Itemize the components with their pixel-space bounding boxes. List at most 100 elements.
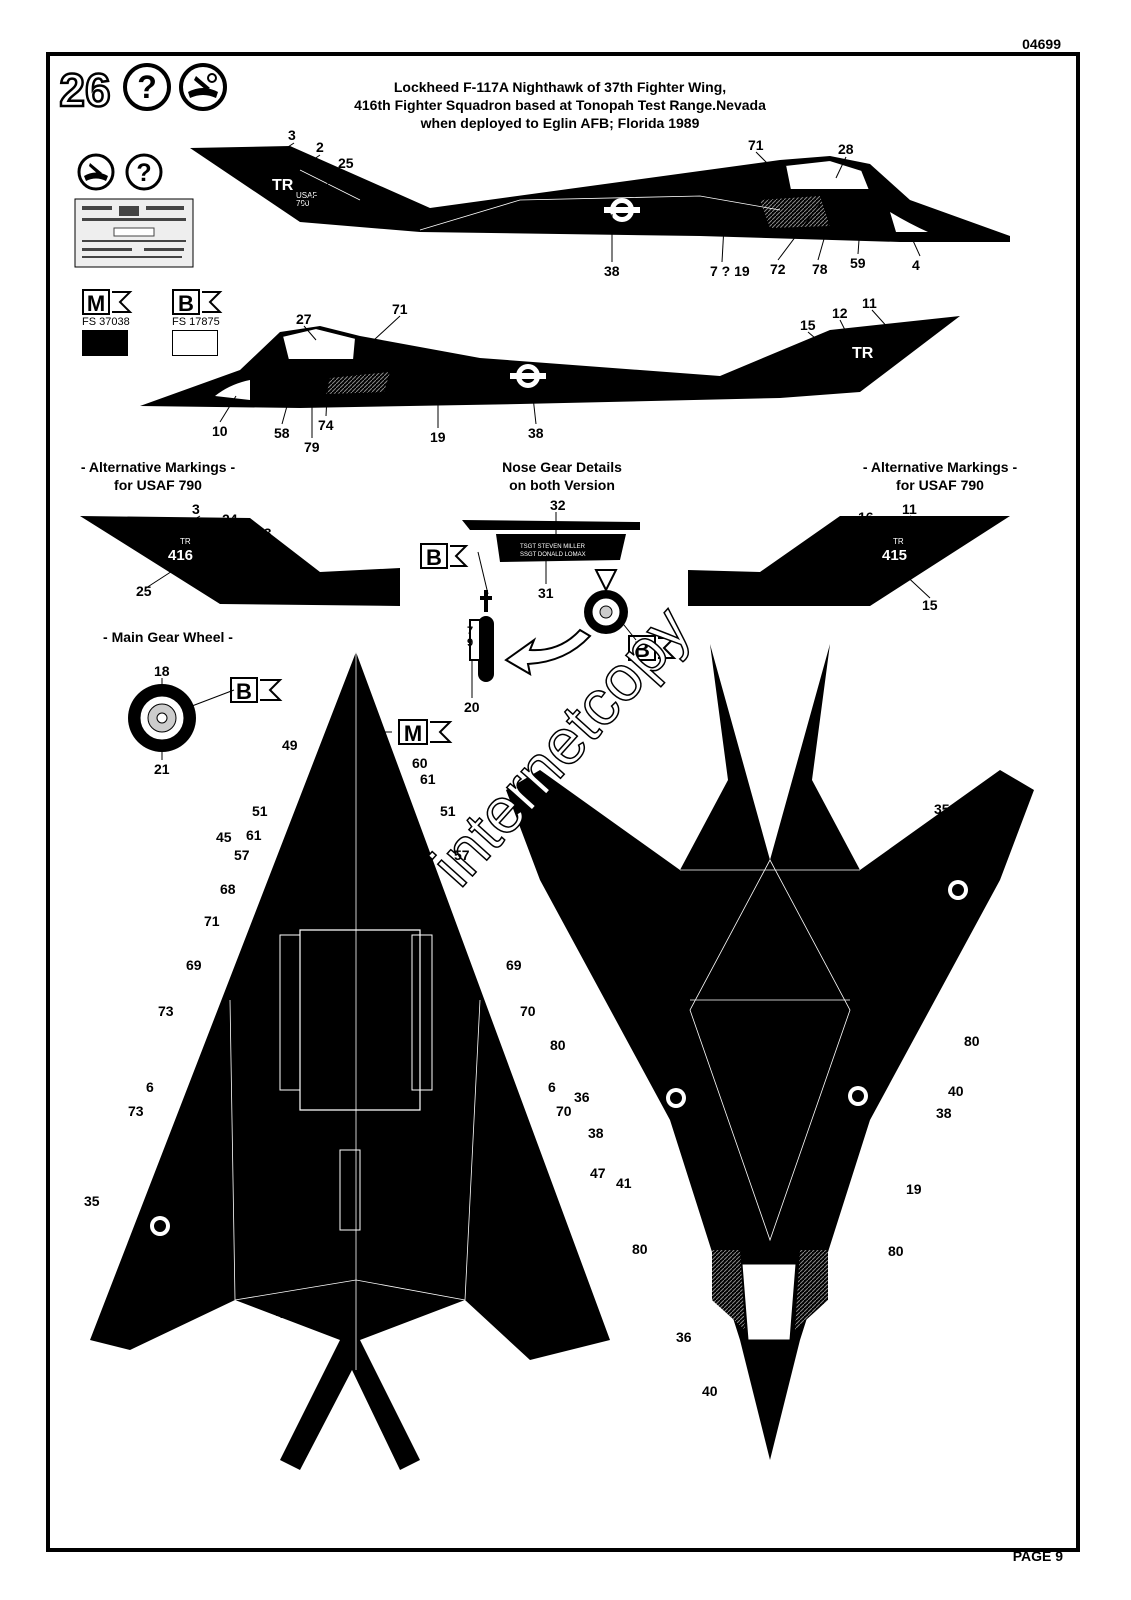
callout: 2 — [316, 139, 324, 155]
callout: 19 — [430, 429, 446, 445]
crew-name-1: TSGT STEVEN MILLER — [520, 544, 586, 550]
callout: 6 — [548, 1079, 556, 1095]
callout: 11 — [862, 295, 877, 311]
callout: 61 — [246, 827, 262, 843]
marking-415: 415 — [882, 547, 907, 564]
svg-text:?: ? — [136, 159, 151, 187]
callout: 3 — [192, 501, 200, 517]
callout: 25 — [136, 583, 152, 599]
paint-badge-b: B — [420, 542, 470, 570]
callout: 28 — [838, 141, 854, 157]
callout: 35 — [84, 1193, 100, 1209]
page-frame — [46, 52, 1080, 1552]
marking-tr: TR — [852, 345, 874, 362]
callout: 73 — [158, 1003, 174, 1019]
plan-view-bottom — [506, 644, 1034, 1460]
callout: 45 — [216, 829, 232, 845]
callout: 80 — [622, 851, 638, 867]
callout: 40 — [702, 1383, 718, 1399]
paint-badge-m: M — [398, 718, 454, 746]
callout: 4 — [912, 257, 920, 273]
svg-text:M: M — [404, 721, 422, 746]
decal-water-icon — [76, 152, 116, 192]
callout: 3 — [288, 127, 296, 143]
main-gear-wheel — [128, 684, 196, 752]
paint-fs-code: FS 37038 — [82, 316, 130, 328]
callout: 80 — [550, 1037, 566, 1053]
caption-line: on both Version — [509, 477, 615, 493]
callout: 21 — [154, 761, 170, 777]
callout: 9 — [467, 637, 474, 649]
plan-view-top — [90, 652, 610, 1470]
caption-line: for USAF 790 — [114, 477, 202, 493]
callout: 7 — [467, 625, 474, 637]
decal-water-icon — [178, 62, 228, 112]
caption-line: Nose Gear Details — [502, 459, 622, 475]
callout: 27 — [296, 311, 312, 327]
callout: 32 — [550, 497, 566, 513]
callout: 20 — [464, 699, 480, 715]
callout: 68 — [220, 881, 236, 897]
watermark: internetcopy — [420, 591, 704, 900]
svg-text:B: B — [426, 545, 442, 570]
callout: 38 — [936, 1105, 952, 1121]
callout: 10 — [212, 423, 228, 439]
callout: 73 — [128, 1103, 144, 1119]
svg-text:M: M — [87, 291, 105, 316]
callout: 57 — [454, 847, 470, 863]
marking-416: 416 — [168, 547, 193, 564]
svg-text:B: B — [236, 679, 252, 704]
callout: 80 — [902, 841, 918, 857]
crew-name-2: SSGT DONALD LOMAX — [520, 552, 586, 558]
callout: 15 — [922, 597, 938, 613]
callout: 70 — [520, 1003, 536, 1019]
callout: 59 — [850, 255, 866, 271]
callout: 15 — [800, 317, 816, 333]
callout: 41 — [616, 1175, 632, 1191]
side-view-right — [140, 316, 960, 408]
callout: 38 — [588, 1125, 604, 1141]
paint-swatch-white — [172, 330, 218, 356]
callout: 35 — [934, 801, 950, 817]
callout: 69 — [186, 957, 202, 973]
callout: 11 — [902, 501, 917, 517]
callout: 25 — [338, 155, 354, 171]
callout: 71 — [748, 137, 764, 153]
marking-tr: TR — [180, 537, 191, 546]
callout: 80 — [888, 1243, 904, 1259]
marking-tr: TR — [893, 537, 904, 546]
callout: 19 — [906, 1181, 922, 1197]
decal-sheet-thumbnail — [74, 198, 194, 268]
callout: 71 — [392, 301, 408, 317]
callout: 6 — [146, 1079, 154, 1095]
question-icon: ? — [122, 62, 172, 112]
callout: 36 — [676, 1329, 692, 1345]
callout: 36 — [574, 1089, 590, 1105]
callout: 13 — [256, 525, 272, 541]
caption-alt-markings-left: - Alternative Markings - for USAF 790 — [58, 458, 258, 494]
svg-text:?: ? — [137, 69, 157, 105]
paint-badge-b: B — [172, 288, 224, 316]
callout: 1 — [838, 517, 846, 533]
paint-badge-b: B — [230, 676, 286, 704]
callout: 61 — [420, 771, 436, 787]
callout: 7 ? 19 — [710, 263, 750, 279]
title-line: Lockheed F-117A Nighthawk of 37th Fighte… — [393, 79, 727, 95]
marking-tr: TR — [272, 177, 294, 194]
caption-line: - Alternative Markings - — [862, 459, 1018, 475]
step-number: 26 — [56, 62, 114, 118]
caption-line: - Alternative Markings - — [80, 459, 236, 475]
title-line: 416th Fighter Squadron based at Tonopah … — [354, 97, 766, 113]
callout: 72 — [770, 261, 786, 277]
nose-gear-detail — [462, 520, 640, 682]
callout: 80 — [632, 1241, 648, 1257]
title-block: Lockheed F-117A Nighthawk of 37th Fighte… — [310, 78, 810, 132]
callout: 79 — [304, 439, 320, 455]
callout: 51 — [440, 803, 456, 819]
callout: 47 — [590, 1165, 606, 1181]
document-code: 04699 — [1022, 36, 1061, 52]
callout: 78 — [812, 261, 828, 277]
paint-badge-m: M — [82, 288, 134, 316]
alt-tail-right — [688, 516, 1010, 606]
